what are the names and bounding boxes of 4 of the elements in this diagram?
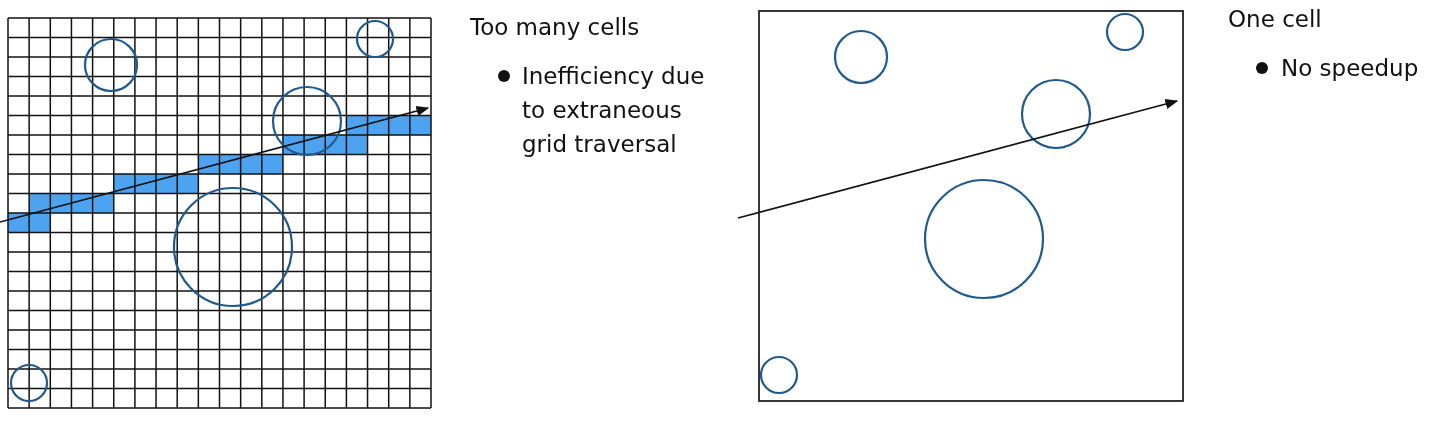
heading: One cell — [1228, 5, 1322, 34]
bullet-text: Inefficiency due to extraneous grid traversal — [522, 62, 706, 159]
heading: Too many cells — [470, 13, 640, 42]
bullet-text: No speedup — [1281, 54, 1419, 83]
